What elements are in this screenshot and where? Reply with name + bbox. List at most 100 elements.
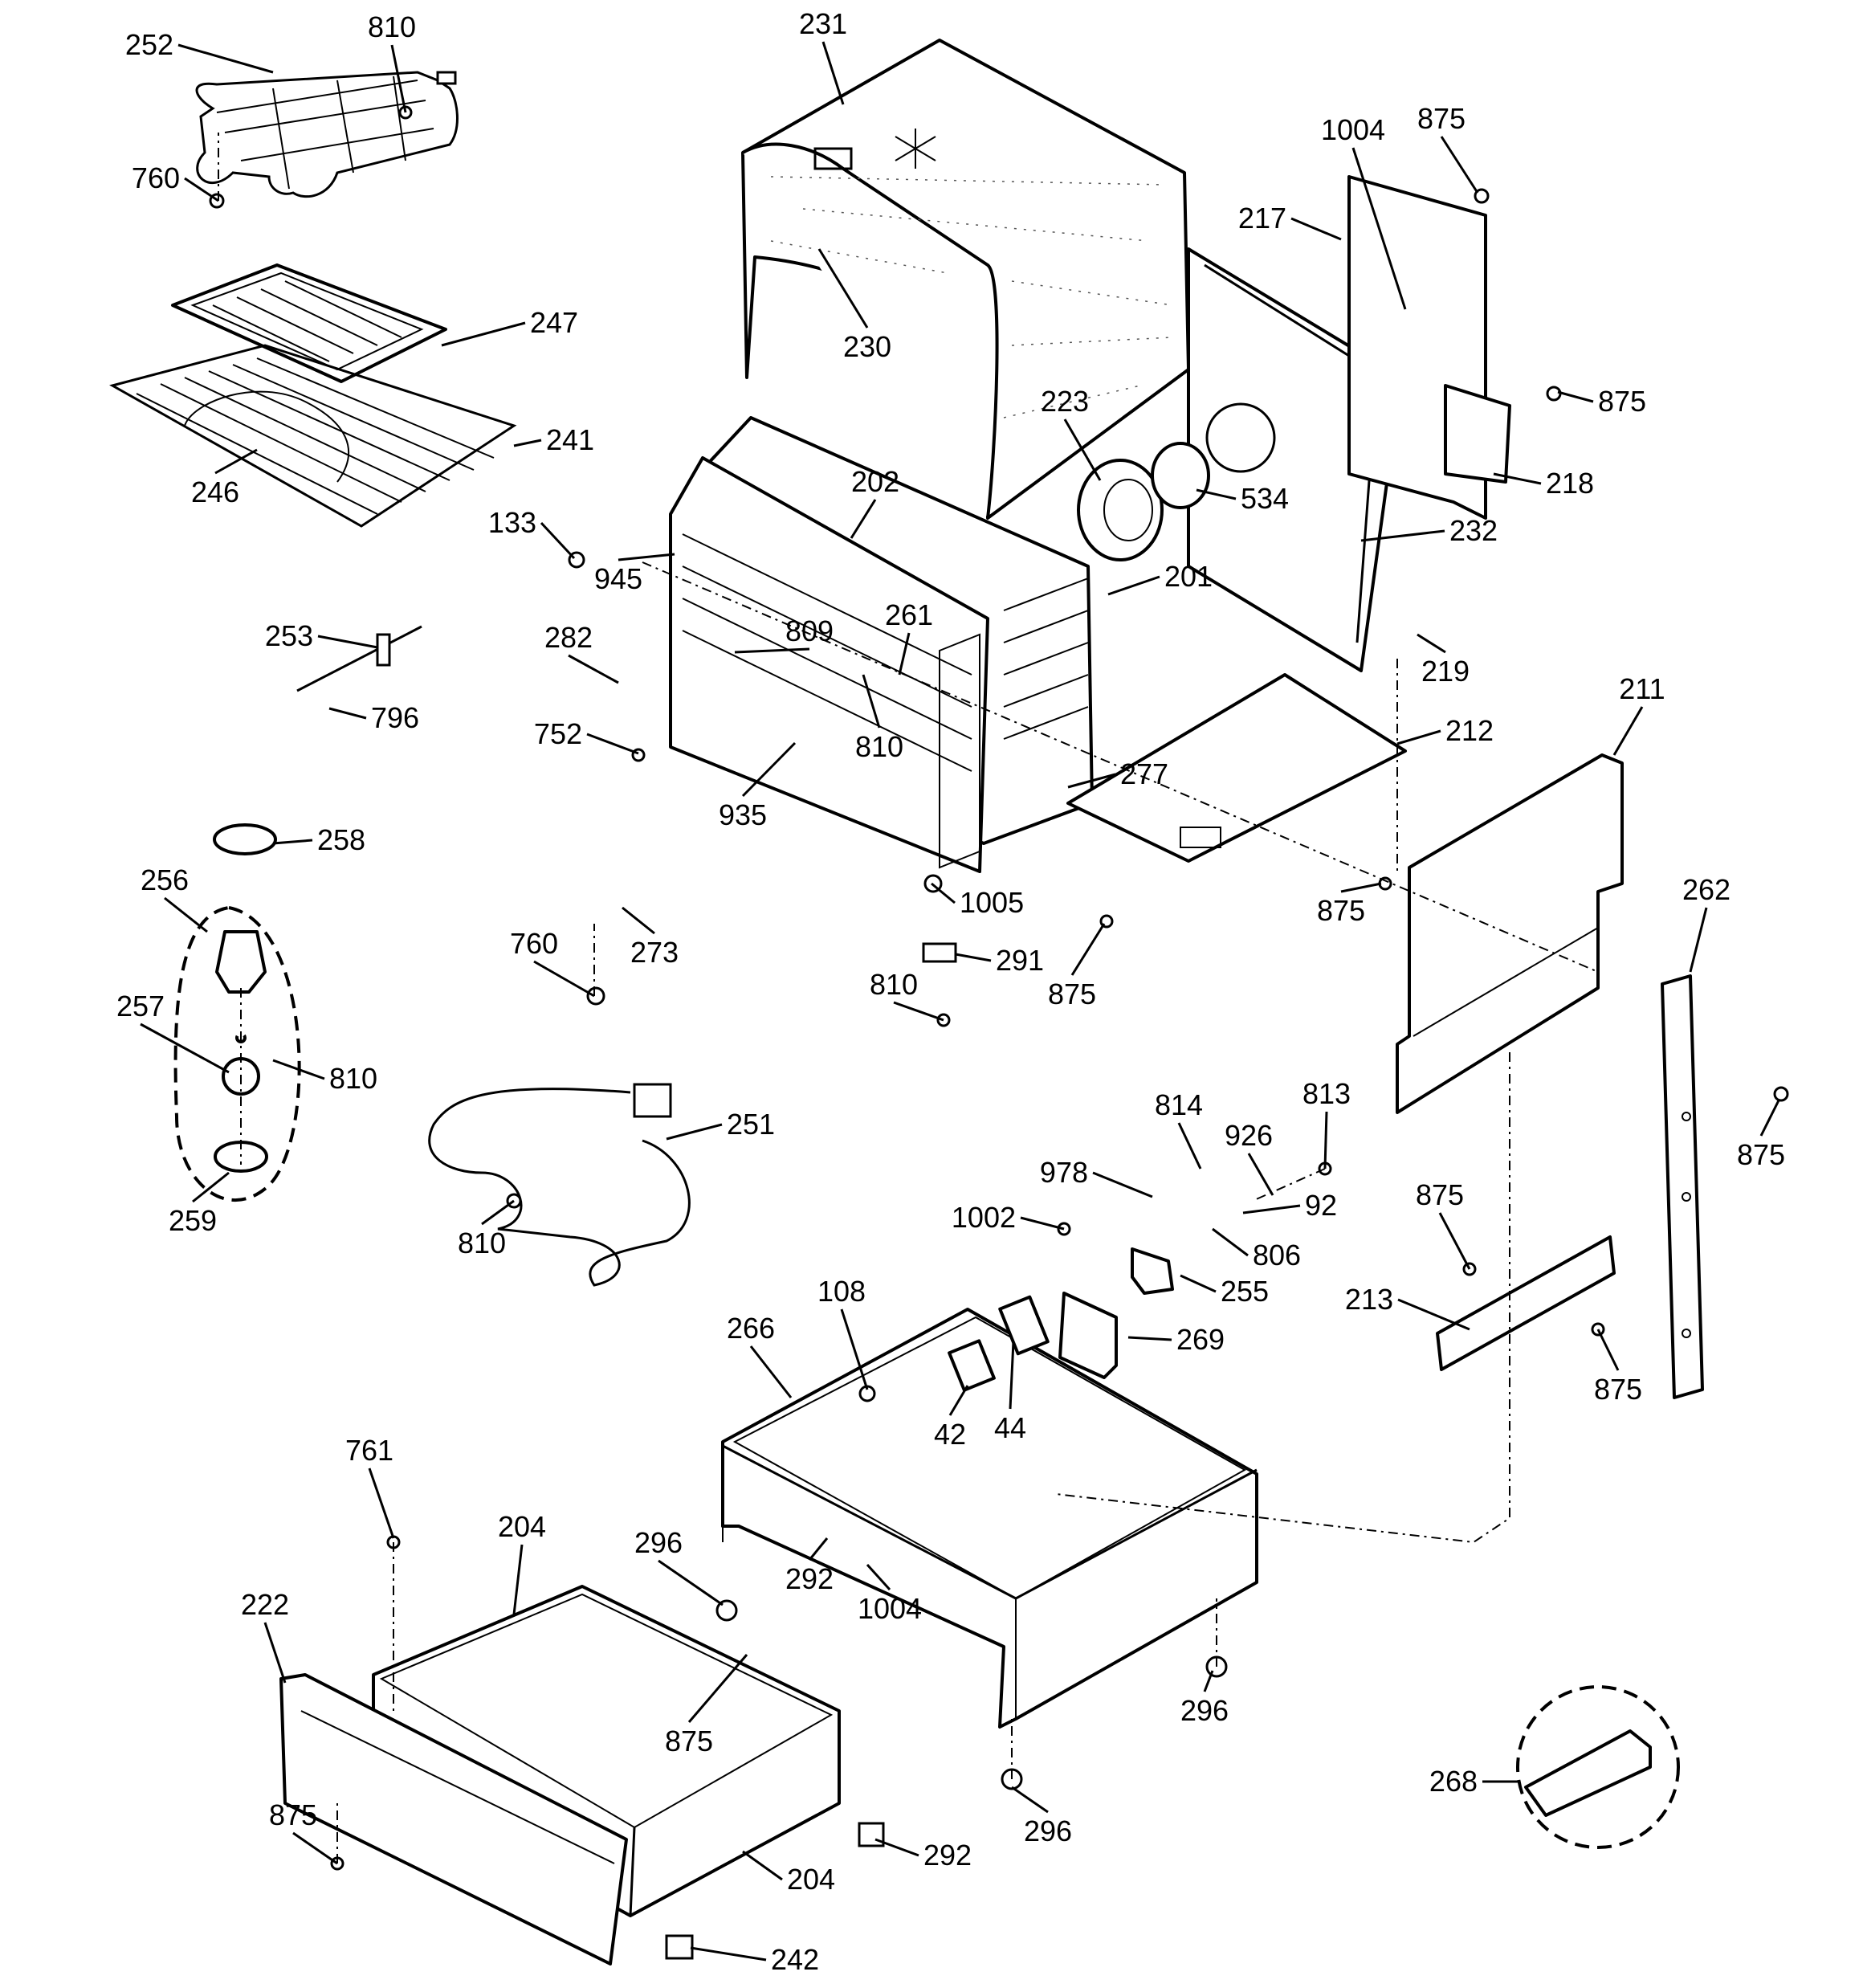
callout-44: 44 [994,1341,1026,1444]
part-number: 202 [851,465,899,498]
part-number: 217 [1238,202,1286,235]
part-number: 241 [546,423,594,456]
leader-line [1247,1153,1274,1196]
oven-cavity [669,416,1094,873]
part-number: 875 [269,1798,317,1831]
part-number: 813 [1302,1077,1351,1110]
leader-line [1417,633,1446,654]
part-number: 875 [1048,978,1096,1010]
leader-line [955,953,992,962]
callout-296: 296 [634,1526,724,1606]
callout-813: 813 [1302,1077,1351,1170]
part-number: 810 [458,1227,506,1259]
callout-133: 133 [488,506,576,560]
leader-line [1323,1111,1328,1170]
part-number: 268 [1429,1765,1478,1798]
part-number: 133 [488,506,536,539]
leader-line [1438,1212,1471,1270]
part-number: 204 [787,1863,835,1896]
leader-line [1351,147,1407,310]
callout-875: 875 [1737,1100,1785,1171]
part-number: 212 [1445,714,1494,747]
part-number: 534 [1241,482,1289,515]
leader-line [164,896,208,933]
callout-212: 212 [1396,714,1494,747]
callout-810: 810 [458,1199,515,1259]
callout-251: 251 [666,1108,775,1141]
leader-line [948,1385,969,1416]
leader-line [1290,217,1342,241]
callout-273: 273 [622,906,679,969]
leader-line [540,521,576,560]
part-number: 760 [132,161,180,194]
leader-line [292,1831,338,1865]
callout-875: 875 [1416,1178,1471,1270]
leader-line [586,733,639,755]
callout-108: 108 [817,1275,869,1390]
callout-810: 810 [855,674,903,763]
leader-line [1203,1670,1214,1692]
leader-line [1020,1216,1065,1231]
callout-246: 246 [191,448,258,508]
leader-line [931,882,956,904]
leader-line [1177,1122,1202,1170]
part-number: 255 [1221,1275,1269,1308]
callout-231: 231 [799,7,847,105]
callout-945: 945 [594,553,675,595]
leader-line [481,1199,515,1226]
terminal-brackets [948,1247,1174,1392]
leader-line [1759,1100,1780,1137]
outer-wrapper [741,39,1190,520]
callout-875: 875 [269,1798,338,1865]
callout-809: 809 [734,614,834,654]
part-number: 232 [1449,514,1498,547]
callout-213: 213 [1345,1283,1470,1331]
part-number: 211 [1619,672,1665,705]
callout-810: 810 [870,968,944,1022]
leader-line [1493,472,1542,485]
callout-223: 223 [1041,385,1102,481]
part-number: 218 [1546,467,1594,500]
part-number: 926 [1225,1119,1273,1152]
callout-760: 760 [510,927,595,998]
leader-line [1340,882,1382,893]
leader-line [214,448,258,475]
rear-cover [1396,753,1624,1114]
leader-line [749,1345,793,1398]
leader-line [742,1850,783,1881]
leader-line [893,1001,944,1022]
assembly-lines [218,133,1599,1863]
part-number: 273 [630,936,679,969]
part-number: 752 [534,717,582,750]
callout-752: 752 [534,717,639,755]
callout-247: 247 [441,306,578,347]
leader-line [850,499,877,539]
callout-796: 796 [328,701,419,734]
part-number: 261 [885,598,933,631]
callout-1004: 1004 [858,1563,922,1625]
leader-line [1396,729,1441,745]
callout-282: 282 [544,621,619,684]
part-number: 44 [994,1411,1026,1444]
callout-292: 292 [785,1537,834,1595]
bottom-panel [1066,673,1407,863]
leader-line [618,553,675,561]
callout-875: 875 [1557,385,1646,418]
callout-201: 201 [1107,560,1213,596]
leader-line [898,632,911,676]
leader-line [140,1023,230,1074]
callout-875: 875 [1417,102,1479,194]
detail-inset [1516,1685,1680,1849]
part-number: 296 [634,1526,683,1559]
part-number: 92 [1305,1189,1337,1222]
leader-line [1612,706,1644,756]
callout-268: 268 [1429,1765,1518,1798]
callout-204: 204 [498,1510,546,1615]
leader-line [1360,529,1445,542]
callout-875: 875 [1594,1329,1642,1406]
part-number: 875 [1417,102,1466,135]
oven-rack [109,344,517,528]
leader-line [568,654,619,684]
callout-42: 42 [934,1385,969,1451]
part-number: 806 [1253,1239,1301,1272]
